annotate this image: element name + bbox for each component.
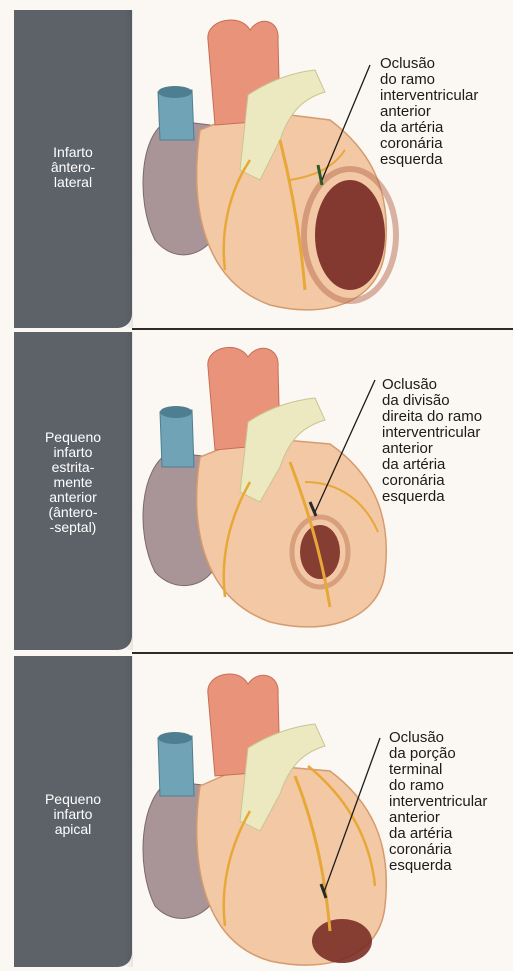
heart-illustration <box>130 332 400 642</box>
label-anterolateral: Infarto ântero- lateral <box>14 145 132 190</box>
panel-anterolateral: Infarto ântero- lateral Oclusão do ramo … <box>0 0 513 328</box>
callout-anteroseptal: Oclusão da divisão direita do ramo inter… <box>382 377 482 505</box>
panel-divider <box>132 328 513 330</box>
callout-apical: Oclusão da porção terminal do ramo inter… <box>389 730 487 874</box>
label-apical: Pequeno infarto apical <box>14 792 132 837</box>
label-anteroseptal: Pequeno infarto estrita- mente anterior … <box>14 430 132 535</box>
heart-illustration <box>130 0 400 320</box>
panel-anteroseptal: Pequeno infarto estrita- mente anterior … <box>0 332 513 650</box>
panel-apical: Pequeno infarto apical Oclusão da porção… <box>0 656 513 971</box>
panel-divider <box>132 652 513 654</box>
callout-anterolateral: Oclusão do ramo interventricular anterio… <box>380 56 478 168</box>
heart-illustration <box>130 656 400 968</box>
